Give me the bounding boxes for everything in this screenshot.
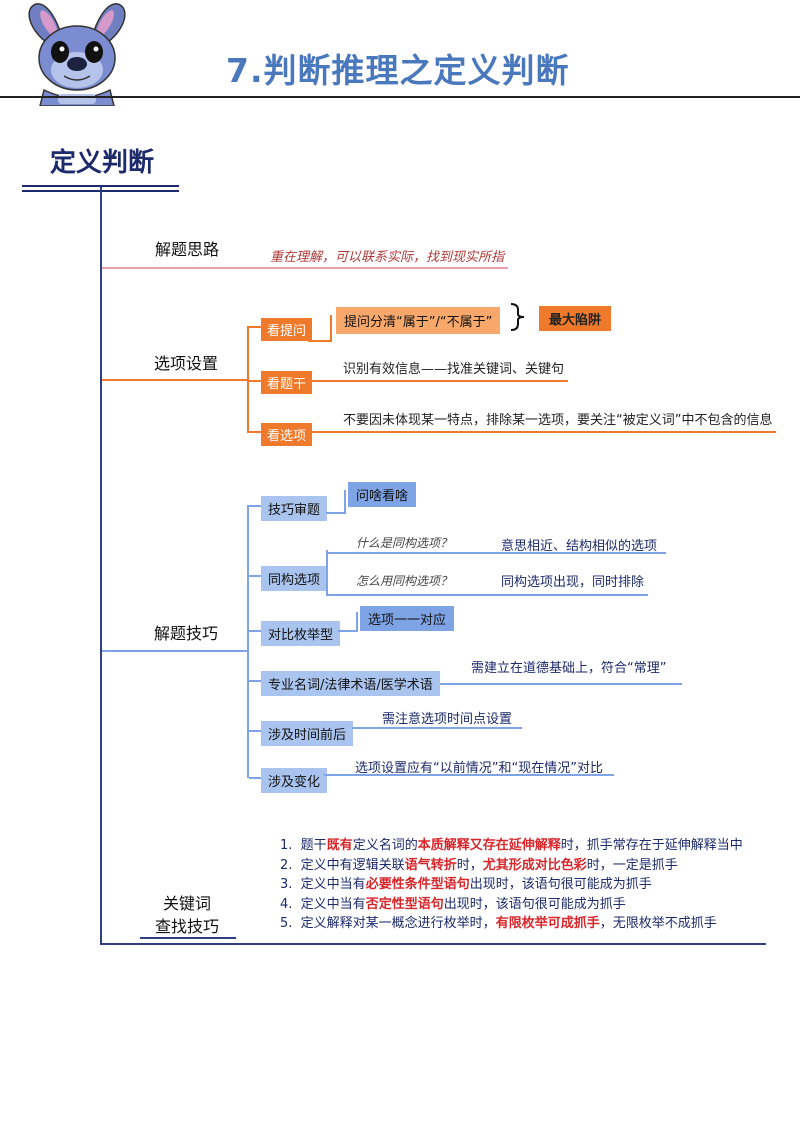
- skill-1-connector: [249, 505, 261, 507]
- skill-isomorph-q2: 怎么用同构选项？: [356, 574, 453, 588]
- mindmap-spine: [100, 187, 102, 945]
- stitch-mascot-icon: [28, 3, 126, 106]
- keywords-list: 1. 题干既有定义名词的本质解释又存在延伸解释时，抓手常存在于延伸解释当中 2.…: [280, 836, 743, 934]
- skill-isomorph-a1: 意思相近、结构相似的选项: [501, 539, 658, 554]
- keyword-item-2: 2. 定义中有逻辑关联语气转折时，尤其形成对比色彩时，一定是抓手: [280, 857, 678, 873]
- skill-time-text: 需注意选项时间点设置: [382, 712, 513, 727]
- page-title: 7.判断推理之定义判断: [226, 51, 570, 90]
- skill-review-bubble: 问啥看啥: [348, 482, 417, 507]
- options-ask-riser: [330, 315, 332, 342]
- skill-6-connector: [249, 777, 261, 779]
- skill-2-line-a: [326, 552, 666, 554]
- branch-keywords-underline: [140, 937, 236, 939]
- options-ask-bubble: 提问分清“属于”/“不属于”: [336, 307, 501, 334]
- header-divider: [0, 96, 800, 98]
- skills-vertical-connector: [247, 505, 249, 778]
- skill-terms-text: 需建立在道德基础上，符合“常理”: [471, 661, 667, 676]
- skill-2-connector: [249, 575, 261, 577]
- skill-change-box: 涉及变化: [261, 768, 328, 793]
- section-underline: [22, 185, 179, 187]
- skill-isomorph-box: 同构选项: [261, 566, 328, 591]
- branch-thinking-line: [102, 267, 508, 269]
- skill-3-riser: [356, 612, 358, 632]
- options-trap-tag: 最大陷阱: [539, 306, 612, 331]
- options-stem-box: 看题干: [261, 371, 313, 394]
- skill-compare-bubble: 选项一一对应: [360, 606, 455, 631]
- thinking-note: 重在理解，可以联系实际，找到现实所指: [270, 250, 505, 265]
- branch-options-label: 选项设置: [154, 354, 219, 373]
- options-stem-line: [308, 380, 568, 382]
- skill-5-connector: [249, 730, 261, 732]
- options-choice-text: 不要因未体现某一特点，排除某一选项，要关注“被定义词”中不包含的信息: [343, 413, 773, 428]
- options-stem-text: 识别有效信息——找准关键词、关键句: [343, 362, 565, 377]
- skill-change-text: 选项设置应有“以前情况”和“现在情况”对比: [355, 761, 603, 776]
- branch-options-line: [102, 379, 249, 381]
- branch-skills-line: [102, 650, 249, 652]
- skill-3-link: [338, 630, 358, 632]
- skill-3-connector: [249, 630, 261, 632]
- skill-5-line: [352, 727, 522, 729]
- options-connector-2: [249, 380, 261, 382]
- skill-1-riser: [344, 490, 346, 514]
- skill-1-link: [326, 512, 346, 514]
- options-vertical-connector: [247, 326, 249, 433]
- branch-thinking-label: 解题思路: [155, 240, 220, 259]
- options-ask-link: [308, 340, 332, 342]
- branch-keywords-label-1: 关键词: [163, 894, 212, 913]
- mindmap-bottom-rule: [100, 943, 766, 945]
- skill-isomorph-q1: 什么是同构选项？: [356, 536, 453, 550]
- keyword-item-4: 4. 定义中当有否定性型语句出现时，该语句很可能成为抓手: [280, 896, 626, 912]
- skill-review-box: 技巧审题: [261, 496, 328, 521]
- skill-6-line: [324, 774, 614, 776]
- options-connector-3: [249, 431, 261, 433]
- options-ask-box: 看提问: [261, 318, 313, 341]
- skill-terms-box: 专业名词/法律术语/医学术语: [261, 671, 440, 696]
- section-title: 定义判断: [50, 148, 155, 178]
- skill-isomorph-a2: 同构选项出现，同时排除: [501, 575, 645, 590]
- keyword-item-1: 1. 题干既有定义名词的本质解释又存在延伸解释时，抓手常存在于延伸解释当中: [280, 838, 743, 853]
- skill-time-box: 涉及时间前后: [261, 721, 354, 746]
- options-choice-line: [308, 431, 776, 433]
- options-connector-1: [249, 326, 261, 328]
- branch-keywords-label-2: 查找技巧: [155, 917, 220, 936]
- keyword-item-3: 3. 定义中当有必要性条件型语句出现时，该语句很可能成为抓手: [280, 877, 652, 892]
- skill-compare-box: 对比枚举型: [261, 621, 341, 646]
- keyword-item-5: 5. 定义解释对某一概念进行枚举时，有限枚举可成抓手，无限枚举不成抓手: [280, 916, 717, 931]
- options-choice-box: 看选项: [261, 423, 313, 446]
- skill-4-connector: [249, 680, 261, 682]
- skill-2-riser: [326, 550, 328, 595]
- skill-2-line-b: [326, 594, 648, 596]
- branch-skills-label: 解题技巧: [154, 624, 219, 643]
- right-bracket-icon: [510, 303, 525, 331]
- skill-4-line: [440, 683, 682, 685]
